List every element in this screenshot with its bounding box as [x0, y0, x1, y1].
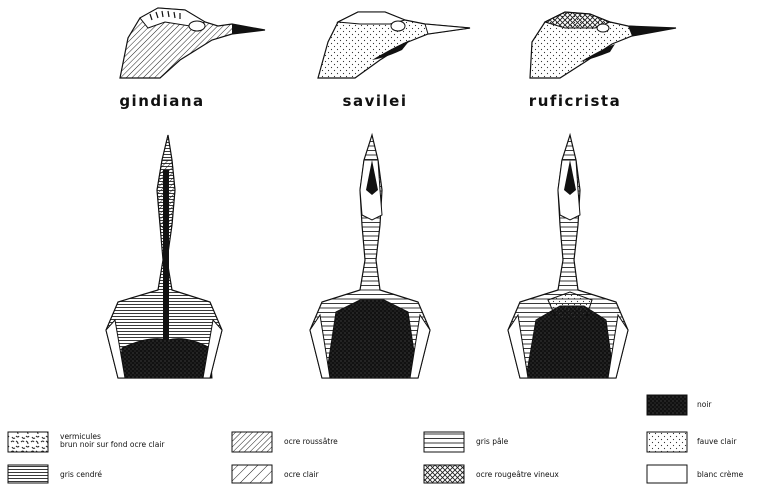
swatch-vermicules	[8, 432, 48, 452]
swatch-fauve-clair	[647, 432, 687, 452]
swatch-gris-cendre	[8, 465, 48, 483]
species-label-savilei: savilei	[275, 92, 475, 110]
swatch-ocre-rougeatre-vineux	[424, 465, 464, 483]
legend-label-gris-pale: gris pâle	[476, 438, 508, 446]
legend-label-fauve-clair: fauve clair	[697, 438, 736, 446]
legend-label-ocre-rougeatre-vineux: ocre rougeâtre vineux	[476, 471, 559, 479]
legend-label-gris-cendre: gris cendré	[60, 471, 102, 479]
species-label-gindiana: gindiana	[62, 92, 262, 110]
legend-label-noir: noir	[697, 401, 712, 409]
swatch-noir	[647, 395, 687, 415]
legend-label-vermicules-line2: brun noir sur fond ocre clair	[60, 441, 164, 449]
legend-label-blanc-creme: blanc crème	[697, 471, 743, 479]
legend-label-ocre-clair: ocre clair	[284, 471, 319, 479]
legend-label-ocre-roussatre: ocre roussâtre	[284, 438, 338, 446]
body-gindiana	[106, 135, 222, 378]
species-label-ruficrista: ruficrista	[475, 92, 675, 110]
swatch-ocre-clair	[232, 465, 272, 483]
head-gindiana	[120, 8, 265, 78]
body-savilei	[310, 135, 430, 378]
head-savilei	[318, 12, 470, 78]
legend-label-vermicules: vermicules brun noir sur fond ocre clair	[60, 433, 164, 449]
swatch-blanc-creme	[647, 465, 687, 483]
head-ruficrista	[530, 12, 676, 78]
swatch-ocre-roussatre	[232, 432, 272, 452]
body-ruficrista	[508, 135, 628, 378]
swatch-gris-pale	[424, 432, 464, 452]
